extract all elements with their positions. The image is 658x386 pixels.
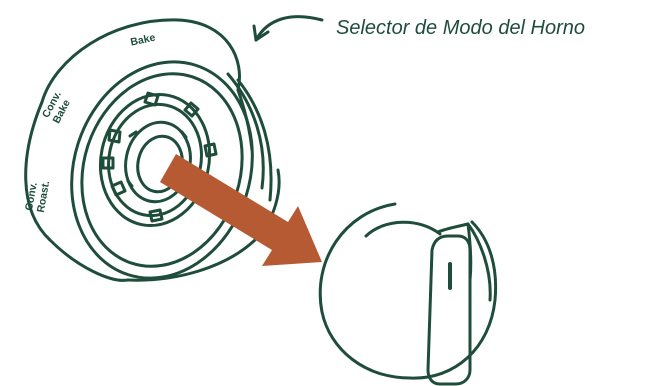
- curved-arrow-icon: [252, 15, 324, 42]
- oven-knob-icon: [318, 202, 498, 386]
- callout-label: Selector de Modo del Horno: [336, 17, 585, 39]
- ring-label-conv-roast: Conv. Roast.: [23, 180, 52, 214]
- removal-arrow-icon: [160, 154, 322, 266]
- ring-label-conv-roast-line1: Conv.: [23, 181, 40, 211]
- ring-label-bake: Bake: [129, 32, 156, 49]
- ring-label-conv-roast-line2: Roast.: [35, 180, 52, 214]
- mode-selector-ring-icon: [24, 18, 281, 282]
